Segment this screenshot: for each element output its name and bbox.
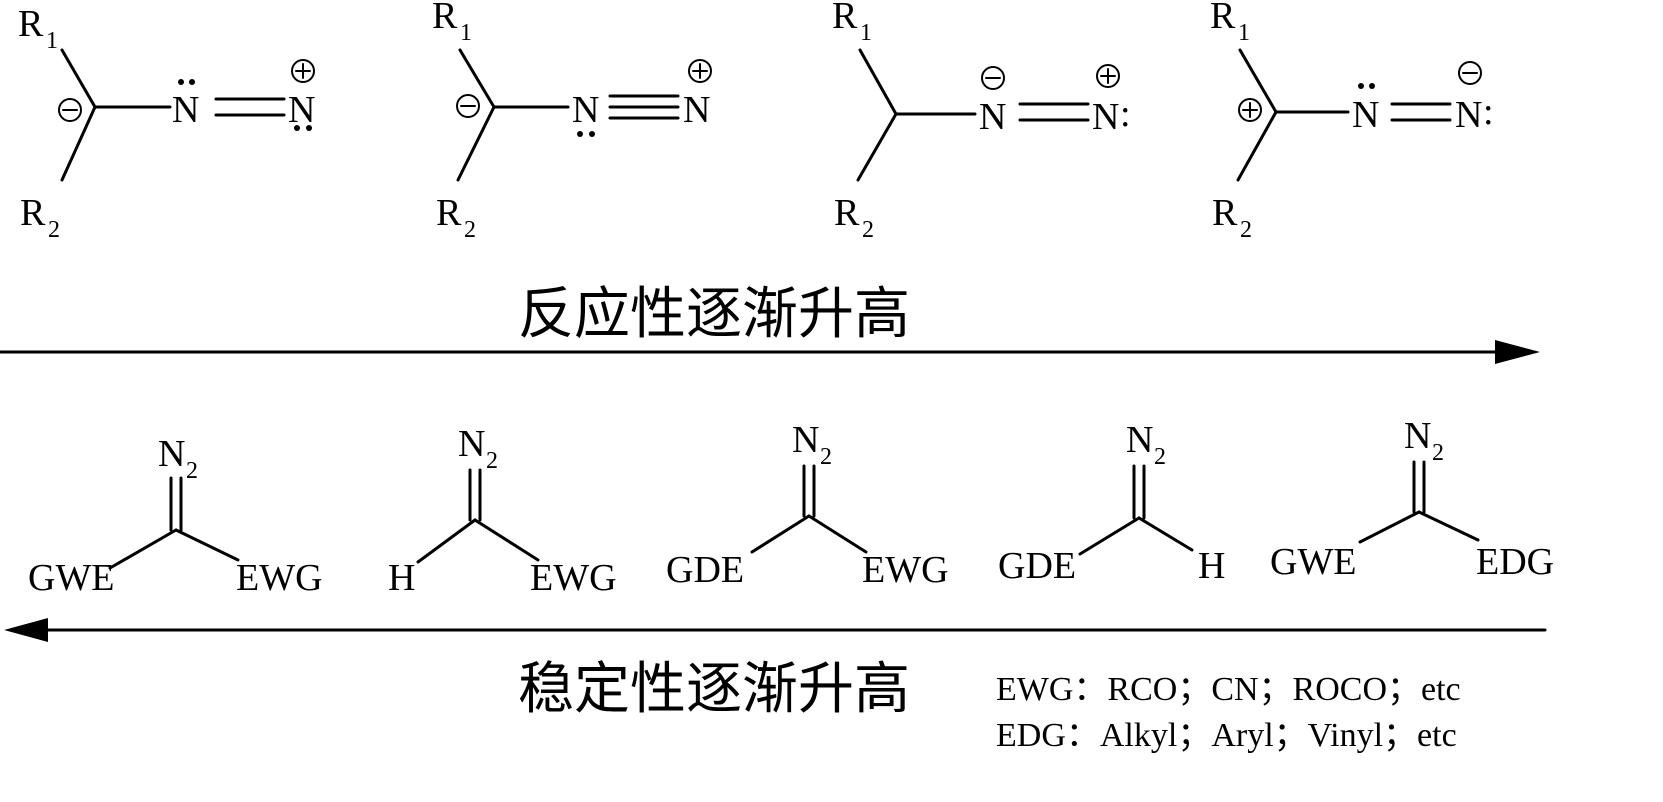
substituent-right: EDG bbox=[1476, 541, 1554, 583]
r2-label: R bbox=[1212, 192, 1238, 234]
n-atom: N bbox=[172, 89, 199, 131]
r1-label: R bbox=[18, 3, 44, 45]
n-atom: N bbox=[1352, 94, 1379, 136]
n-atom: N bbox=[572, 89, 599, 131]
diazo-compound-4: N 2 GDE H bbox=[998, 419, 1225, 587]
r1-subscript: 1 bbox=[460, 20, 472, 46]
r2-label: R bbox=[436, 192, 462, 234]
n2-label: N bbox=[792, 419, 819, 461]
n2-label: N bbox=[1404, 415, 1431, 457]
substituent-right: EWG bbox=[236, 557, 323, 599]
r1-subscript: 1 bbox=[1238, 20, 1250, 46]
diazo-compound-3: N 2 GDE EWG bbox=[666, 419, 949, 591]
substituent-right: EWG bbox=[530, 557, 617, 599]
n2-subscript: 2 bbox=[1432, 440, 1444, 466]
n-atom: N bbox=[683, 89, 710, 131]
resonance-structure-2: R 1 R 2 N N bbox=[432, 0, 712, 243]
n-atom: N bbox=[288, 89, 315, 131]
minus-charge-icon bbox=[981, 66, 1005, 90]
plus-charge-icon bbox=[688, 59, 712, 83]
r2-subscript: 2 bbox=[464, 217, 476, 243]
plus-charge-icon bbox=[1238, 98, 1262, 122]
diazo-compound-1: N 2 GWE EWG bbox=[28, 433, 323, 599]
substituent-left: GWE bbox=[28, 557, 115, 599]
substituent-left: H bbox=[388, 557, 415, 599]
minus-charge-icon bbox=[58, 98, 82, 122]
r1-label: R bbox=[1210, 0, 1236, 37]
r1-subscript: 1 bbox=[46, 28, 58, 54]
n2-subscript: 2 bbox=[186, 458, 198, 484]
diazo-compound-2: N 2 H EWG bbox=[388, 423, 617, 599]
n2-label: N bbox=[158, 433, 185, 475]
left-arrow-icon bbox=[4, 618, 1547, 642]
ewg-legend: EWG：RCO；CN；ROCO；etc bbox=[996, 671, 1461, 708]
n-atom: N bbox=[1455, 94, 1482, 136]
stability-label: 稳定性逐渐升高 bbox=[518, 657, 910, 722]
r1-label: R bbox=[432, 0, 458, 37]
n2-subscript: 2 bbox=[486, 448, 498, 474]
substituent-right: EWG bbox=[862, 549, 949, 591]
r2-label: R bbox=[20, 192, 46, 234]
minus-charge-icon bbox=[1458, 61, 1482, 85]
r2-subscript: 2 bbox=[862, 217, 874, 243]
substituent-right: H bbox=[1198, 545, 1225, 587]
edg-legend: EDG：Alkyl；Aryl；Vinyl；etc bbox=[996, 717, 1457, 754]
r2-label: R bbox=[834, 192, 860, 234]
r2-subscript: 2 bbox=[48, 217, 60, 243]
r2-subscript: 2 bbox=[1240, 217, 1252, 243]
r1-subscript: 1 bbox=[860, 20, 872, 46]
plus-charge-icon bbox=[291, 59, 315, 83]
substituent-left: GDE bbox=[998, 545, 1076, 587]
resonance-structure-4: R 1 R 2 N N : bbox=[1210, 0, 1494, 243]
plus-charge-icon bbox=[1096, 64, 1120, 88]
lone-pair-colon: : bbox=[1483, 91, 1494, 133]
n2-subscript: 2 bbox=[820, 444, 832, 470]
substituent-left: GWE bbox=[1270, 541, 1357, 583]
n-atom: N bbox=[1092, 96, 1119, 138]
resonance-structure-1: R 1 R 2 N N bbox=[18, 3, 315, 243]
right-arrow-icon bbox=[0, 340, 1540, 364]
reactivity-label: 反应性逐渐升高 bbox=[518, 282, 910, 347]
lone-pair-colon: : bbox=[1120, 93, 1131, 135]
diazo-compound-5: N 2 GWE EDG bbox=[1270, 415, 1554, 583]
n2-subscript: 2 bbox=[1154, 444, 1166, 470]
substituent-left: GDE bbox=[666, 549, 744, 591]
n-atom: N bbox=[979, 96, 1006, 138]
resonance-structure-3: R 1 R 2 N N : bbox=[832, 0, 1131, 243]
n2-label: N bbox=[458, 423, 485, 465]
n2-label: N bbox=[1126, 419, 1153, 461]
minus-charge-icon bbox=[456, 94, 480, 118]
r1-label: R bbox=[832, 0, 858, 37]
